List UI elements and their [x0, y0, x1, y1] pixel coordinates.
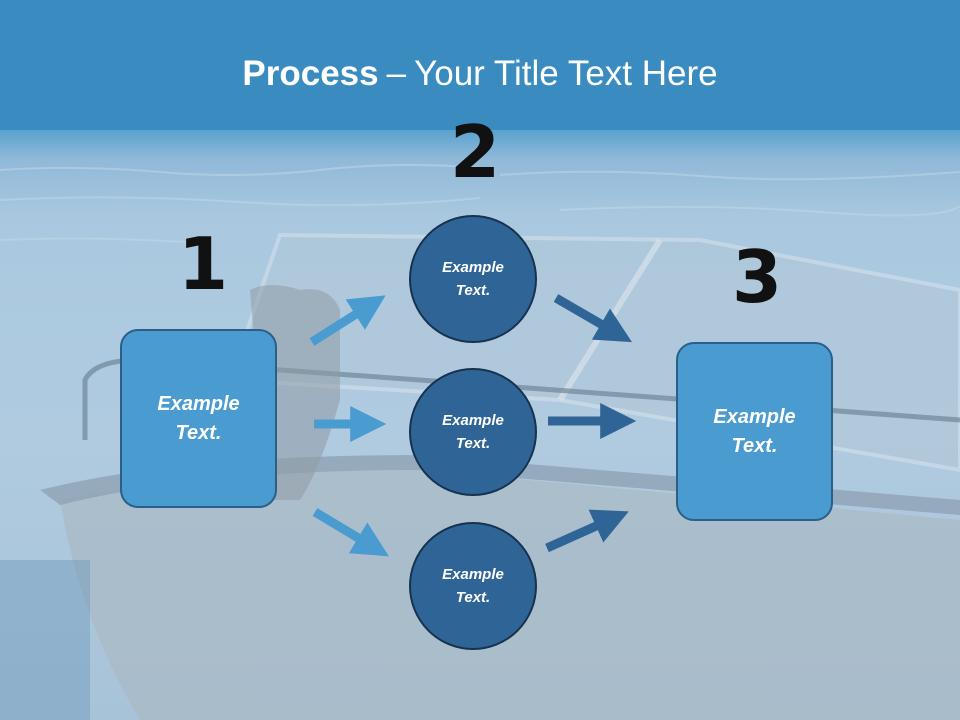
- circle-middle-line1: Example: [442, 412, 504, 429]
- circle-middle-line2: Text.: [455, 435, 491, 452]
- step-number-2: 2: [450, 110, 501, 194]
- slide-title: Process–Your Title Text Here: [0, 52, 960, 96]
- circle-top-line2: Text.: [455, 282, 491, 299]
- arrow-left-to-bottom: [312, 508, 389, 557]
- right-box-line1: Example: [713, 405, 796, 428]
- step-number-1: 1: [178, 222, 229, 306]
- title-dash: –: [386, 54, 407, 93]
- circle-top-line1: Example: [442, 259, 504, 276]
- step-number-3: 3: [732, 235, 783, 319]
- arrow-left-to-top: [309, 295, 386, 346]
- title-rest: Your Title Text Here: [414, 54, 718, 93]
- circle-bottom-line2: Text.: [455, 589, 491, 606]
- circle-bottom-line1: Example: [442, 566, 504, 583]
- title-bold: Process: [242, 54, 379, 93]
- arrow-top-to-right: [553, 294, 633, 343]
- right-box-line2: Text.: [731, 434, 778, 457]
- arrow-bottom-to-right: [545, 509, 629, 553]
- left-box-line2: Text.: [175, 421, 222, 444]
- left-box-line1: Example: [157, 392, 240, 415]
